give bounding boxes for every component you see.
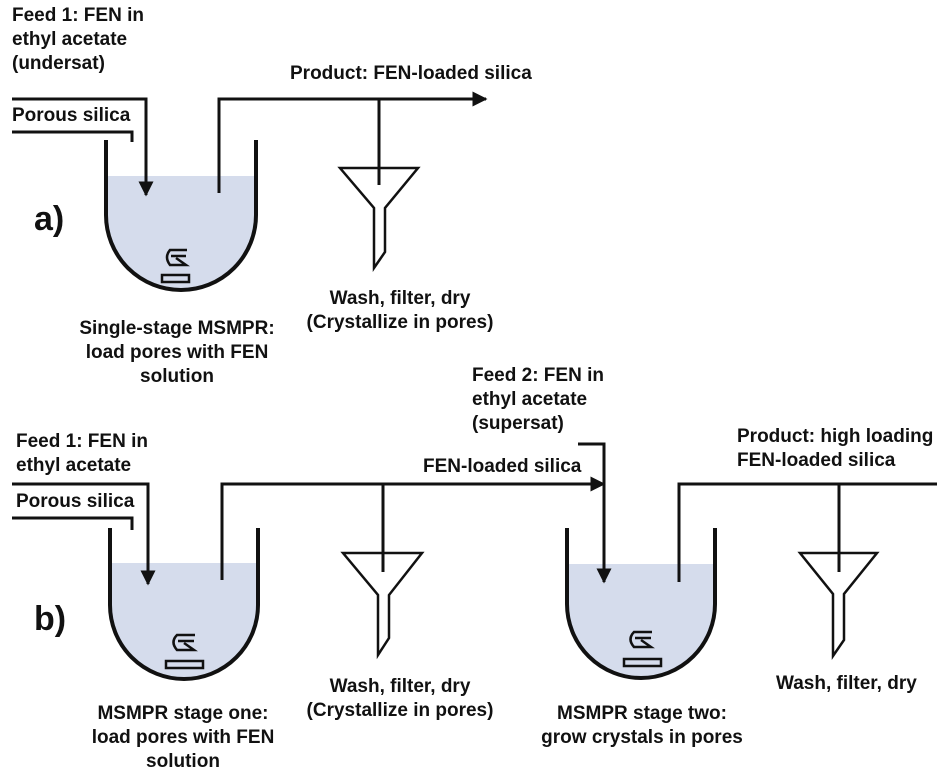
reactor-b1 [108, 528, 260, 681]
feed2-line2: ethyl acetate [472, 389, 588, 410]
panel-a-letter: a) [34, 200, 65, 238]
reactor-b1-liquid [110, 563, 258, 679]
stirrer-icon [622, 630, 663, 668]
feed1-b-line2: ethyl acetate [16, 455, 132, 476]
stage1-caption-line2: load pores with FEN [91, 727, 275, 748]
stage2-caption: MSMPR stage two: grow crystals in pores [527, 702, 757, 750]
filter-b2-caption: Wash, filter, dry [776, 673, 917, 694]
stage1-caption: MSMPR stage one: load pores with FEN sol… [68, 702, 298, 774]
reactor-b2-vessel [565, 528, 717, 680]
feed1-a-line1: Feed 1: FEN in [12, 5, 144, 26]
feed1-a-line3: (undersat) [12, 53, 105, 74]
filter-a-caption-line1: Wash, filter, dry [329, 288, 471, 309]
feed-a-lines [12, 97, 154, 197]
intermediate-label: FEN-loaded silica [423, 456, 582, 477]
product-a-line [217, 91, 488, 193]
filter-b1-caption-line2: (Crystallize in pores) [306, 700, 494, 721]
reactor-a-liquid [106, 176, 256, 290]
stage1-caption-line3: solution [146, 751, 220, 772]
filter-a-caption-line2: (Crystallize in pores) [306, 312, 494, 333]
reactor-b2-liquid [567, 564, 715, 678]
stage1-caption-line1: MSMPR stage one: [97, 703, 269, 724]
reactor-b1-vessel [108, 528, 260, 681]
funnel-b1-icon [340, 551, 425, 660]
feed-b1-lines [12, 482, 156, 586]
stage2-caption-line1: MSMPR stage two: [557, 703, 727, 724]
intermediate-line [220, 476, 606, 580]
stirrer-icon [160, 248, 191, 284]
reactor-b2 [565, 528, 717, 680]
feed1-a-label: Feed 1: FEN in ethyl acetate (undersat) [12, 4, 144, 76]
product-a-label: Product: FEN-loaded silica [290, 63, 532, 84]
feed2-line3: (supersat) [472, 413, 564, 434]
porous-silica-b-label: Porous silica [16, 491, 135, 512]
stirrer-icon [164, 633, 205, 670]
product-b-line [677, 482, 937, 582]
filter-b1-caption: Wash, filter, dry (Crystallize in pores) [290, 675, 510, 723]
reactor-a-caption: Single-stage MSMPR: load pores with FEN … [62, 317, 292, 389]
feed1-b-line1: Feed 1: FEN in [16, 431, 148, 452]
panel-b-letter: b) [34, 600, 67, 638]
porous-silica-a-label: Porous silica [12, 105, 131, 126]
reactor-a-caption-line2: load pores with FEN [85, 342, 269, 363]
product-b-line1: Product: high loading [737, 426, 934, 447]
stage2-caption-line2: grow crystals in pores [541, 727, 743, 748]
filter-a-caption: Wash, filter, dry (Crystallize in pores) [290, 287, 510, 335]
feed1-b-label: Feed 1: FEN in ethyl acetate [16, 430, 148, 478]
reactor-a [104, 140, 258, 292]
funnel-a-icon [337, 166, 421, 273]
reactor-a-caption-line1: Single-stage MSMPR: [79, 318, 275, 339]
filter-b1-caption-line1: Wash, filter, dry [329, 676, 471, 697]
product-b-label: Product: high loading FEN-loaded silica [737, 425, 933, 473]
reactor-a-caption-line3: solution [140, 366, 214, 387]
reactor-a-vessel [104, 140, 258, 292]
feed2-line1: Feed 2: FEN in [472, 365, 604, 386]
feed1-a-line2: ethyl acetate [12, 29, 128, 50]
product-b-line2: FEN-loaded silica [737, 450, 896, 471]
feed-b2-line [578, 442, 612, 584]
funnel-b2-icon [797, 551, 880, 661]
feed2-label: Feed 2: FEN in ethyl acetate (supersat) [472, 364, 604, 436]
